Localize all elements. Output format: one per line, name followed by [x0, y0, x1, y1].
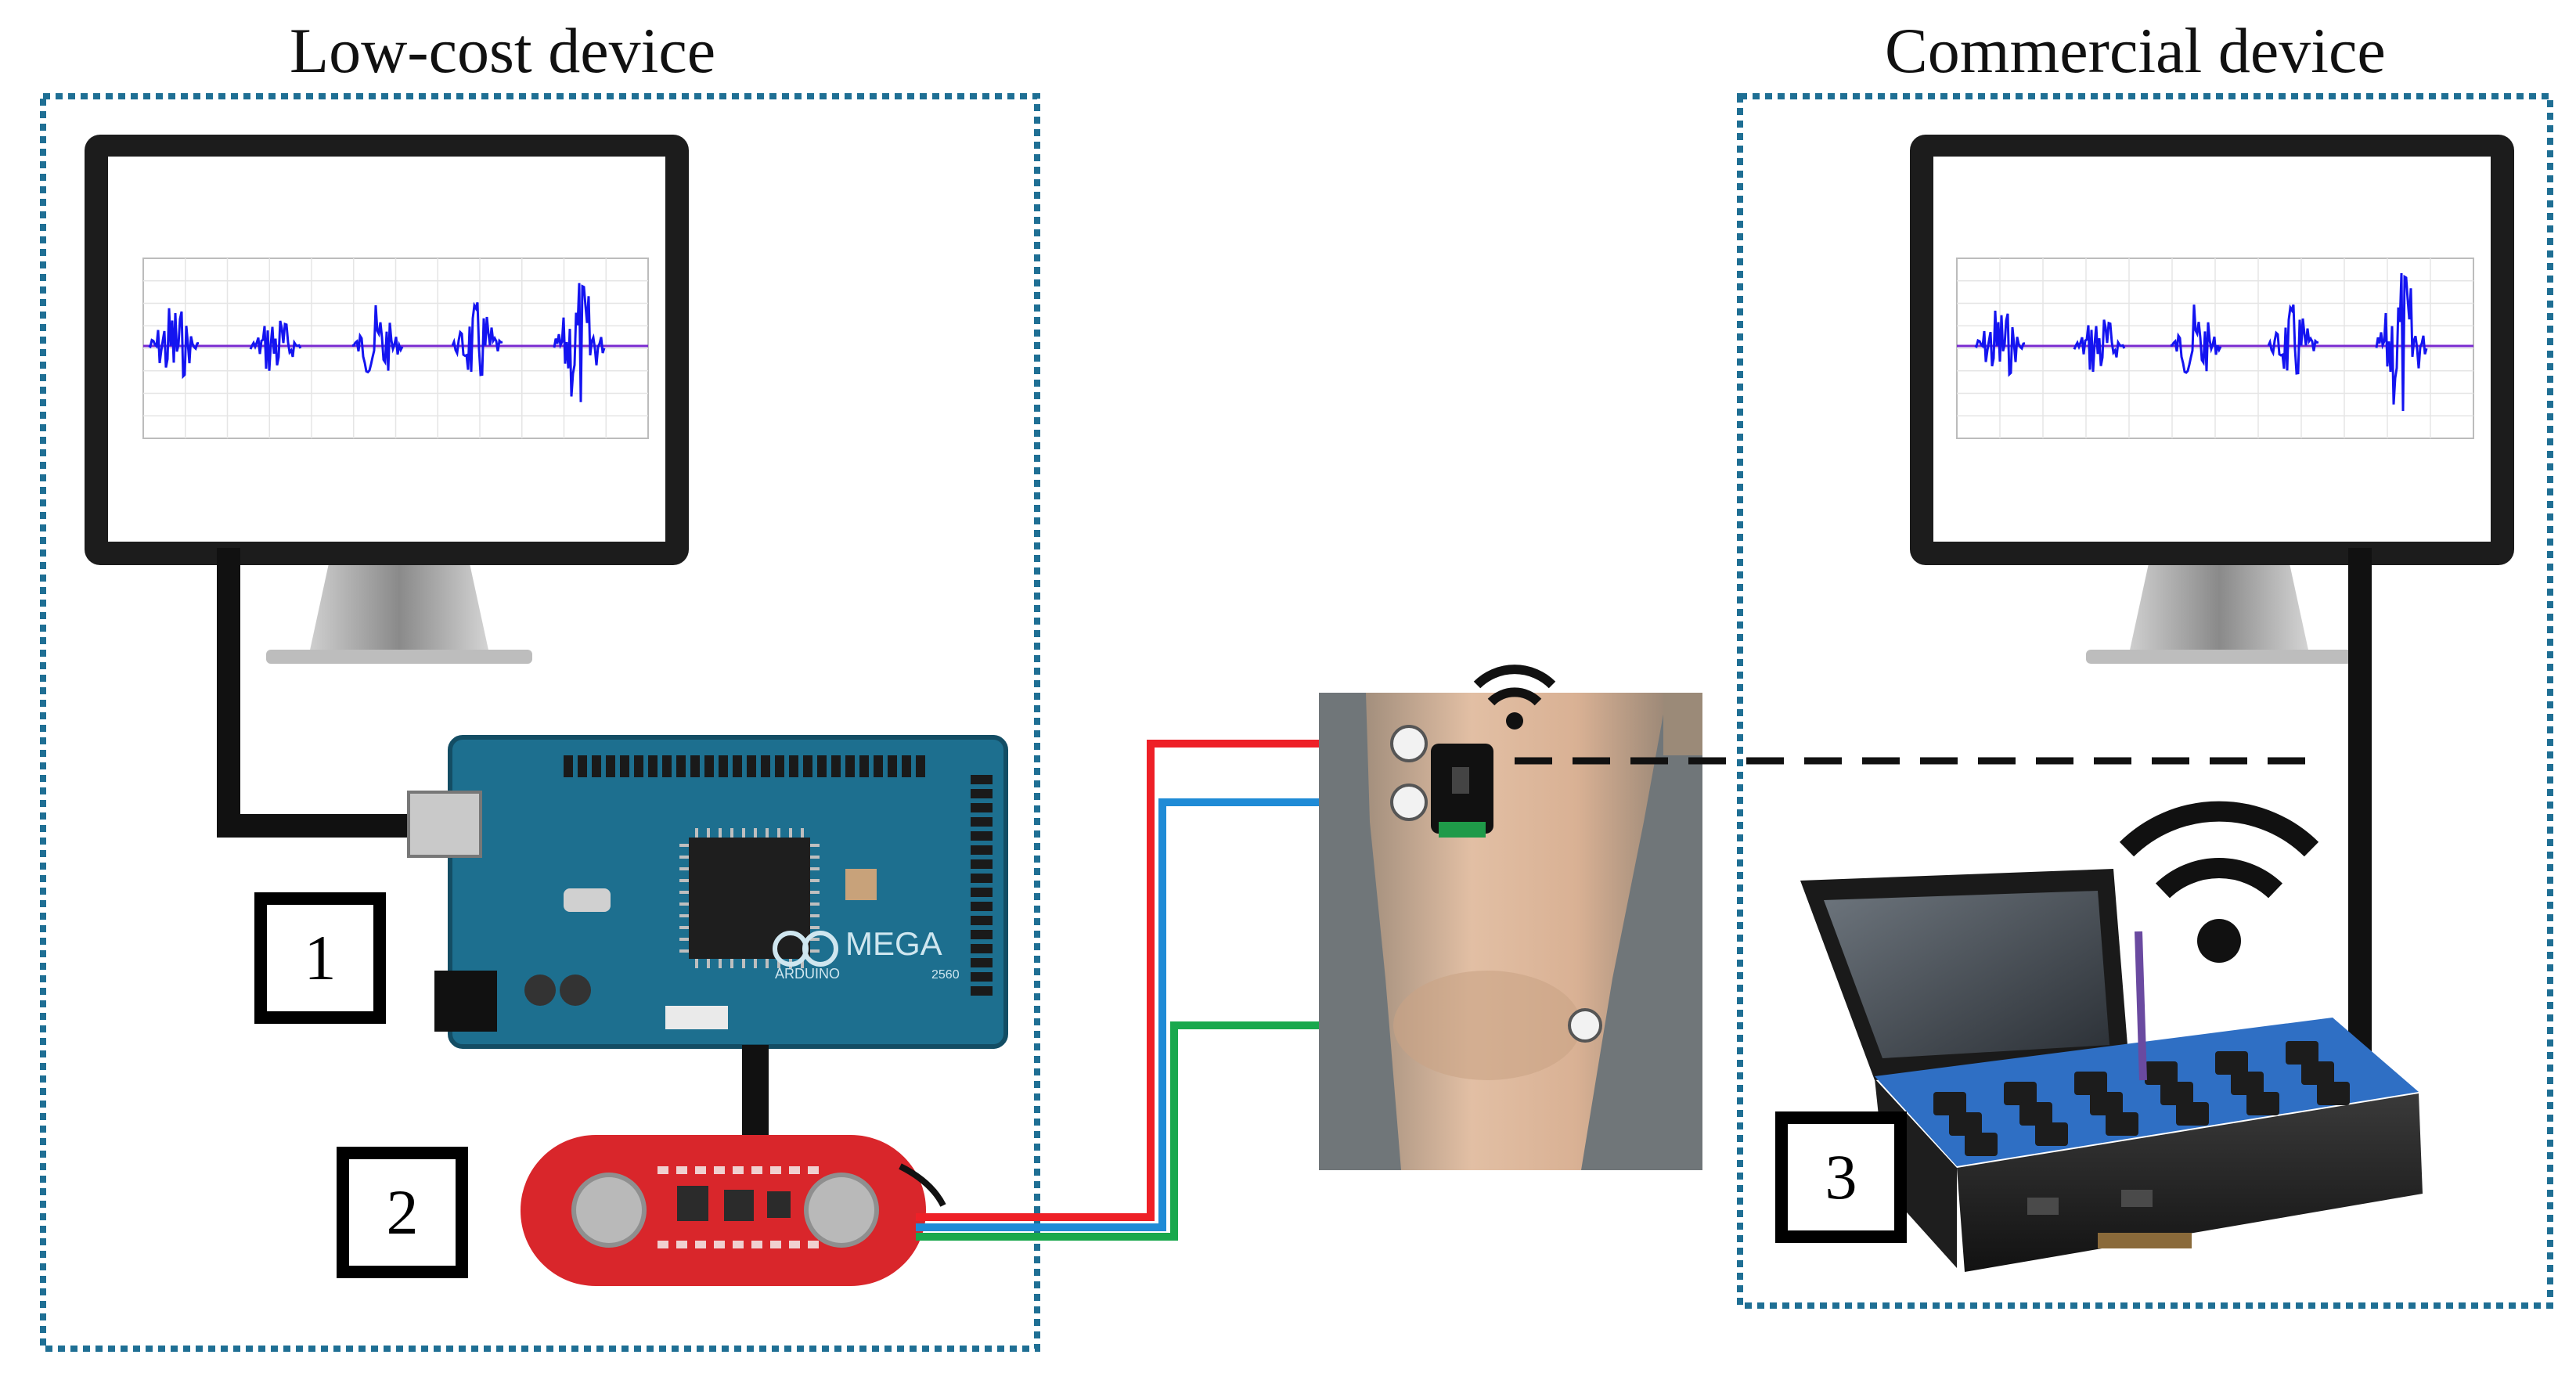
receiver-cable — [2348, 548, 2372, 1057]
microcontroller-chip — [689, 838, 810, 959]
usb-port — [407, 791, 482, 858]
low-cost-device-title: Low-cost device — [290, 15, 716, 86]
emg-sensor-board — [521, 1135, 946, 1286]
low-cost-device-box — [40, 93, 1040, 1352]
commercial-device-title: Commercial device — [1885, 15, 2386, 86]
label-1: 1 — [254, 892, 386, 1024]
commercial-device-box — [1737, 93, 2553, 1309]
wire-blue — [916, 798, 1409, 1231]
label-3: 3 — [1775, 1111, 1907, 1243]
wifi-icon — [2119, 801, 2319, 963]
usb-cable — [217, 548, 415, 838]
power-jack — [434, 971, 497, 1032]
emg-plot-right — [1956, 258, 2474, 439]
arduino-mega-board: MEGA ARDUINO 2560 — [407, 735, 1008, 1049]
wireless-sensor — [1431, 744, 1493, 838]
electrode-icon — [1390, 725, 1602, 1043]
arduino-model-text: 2560 — [931, 968, 960, 982]
arduino-brand-text: ARDUINO — [775, 966, 840, 982]
emg-plot-left — [142, 258, 649, 439]
label-2: 2 — [337, 1147, 468, 1278]
commercial-receiver-case — [1800, 869, 2423, 1272]
arduino-logo-text: MEGA — [845, 925, 942, 962]
arduino-emg-cable — [742, 1045, 769, 1139]
wifi-icon — [1473, 665, 1556, 730]
wire-red — [916, 740, 1409, 1221]
